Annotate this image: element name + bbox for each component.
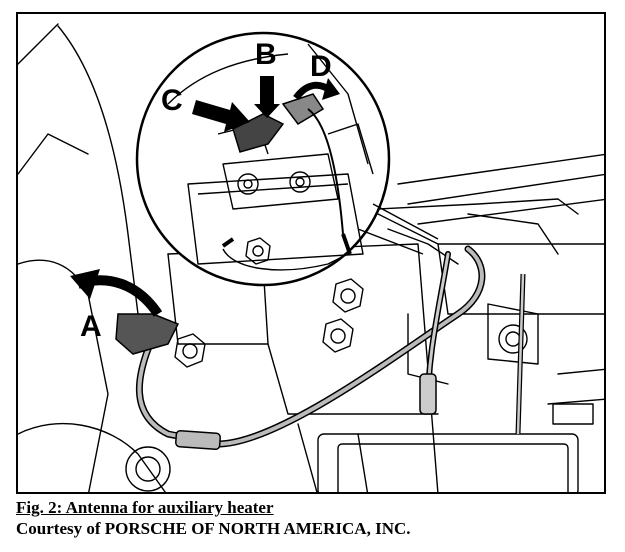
callout-d: D — [310, 50, 332, 83]
callout-c: C — [161, 84, 183, 117]
callout-a: A — [80, 310, 102, 343]
figure-caption-credit: Courtesy of PORSCHE OF NORTH AMERICA, IN… — [16, 519, 411, 538]
illustration-frame: A B C D — [16, 12, 606, 494]
engine-bay-illustration: A B C D — [18, 23, 604, 492]
callout-b: B — [255, 38, 277, 71]
figure-caption-title: Fig. 2: Antenna for auxiliary heater — [16, 498, 274, 517]
